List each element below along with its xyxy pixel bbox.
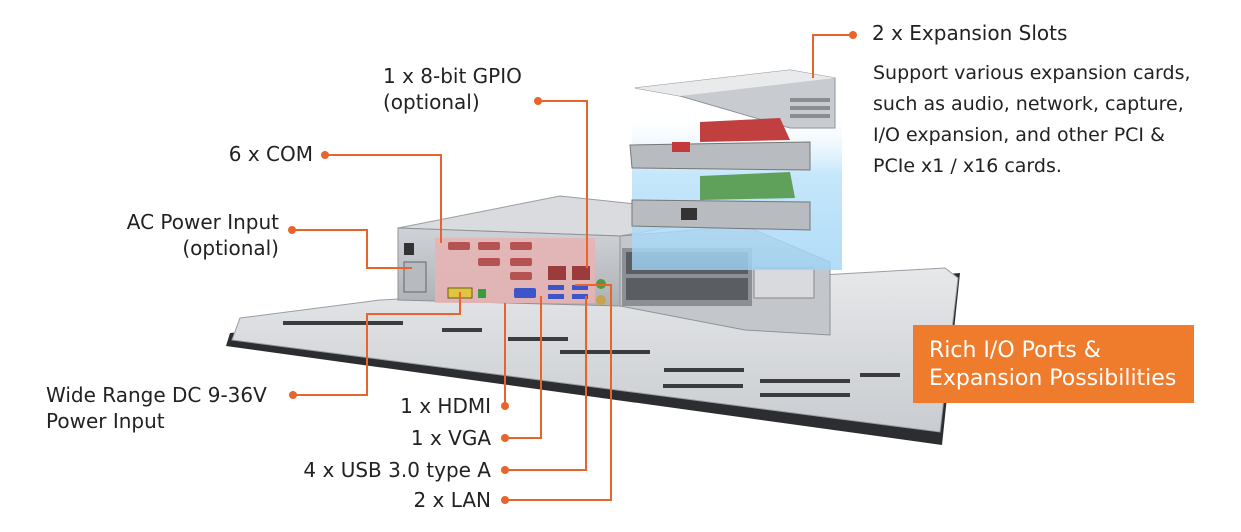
dc-dot <box>289 391 297 399</box>
dc-power-label-line-2: Power Input <box>46 409 165 433</box>
ac-dot <box>288 226 296 234</box>
gpio-dot <box>534 97 542 105</box>
dc-power-label-line-1: Wide Range DC 9-36V <box>46 383 267 407</box>
expansion-desc-line-3: I/O expansion, and other PCI & <box>873 124 1165 146</box>
badge-line-2: Expansion Possibilities <box>929 366 1177 391</box>
gpio-label-line-2: (optional) <box>383 90 480 114</box>
vga-label: 1 x VGA <box>410 426 491 450</box>
lan-ports <box>548 266 590 280</box>
expansion-dot <box>849 31 857 39</box>
badge-line-1: Rich I/O Ports & <box>929 338 1101 363</box>
ac-input <box>403 261 427 293</box>
expansion-desc-line-1: Support various expansion cards, <box>873 62 1191 84</box>
lan-label: 2 x LAN <box>413 488 491 512</box>
hdmi-label: 1 x HDMI <box>400 394 491 418</box>
panel-vents <box>283 321 900 397</box>
com-ports <box>448 242 532 280</box>
expansion-slots-title: 2 x Expansion Slots <box>872 21 1068 45</box>
lan-dot <box>501 496 509 504</box>
expansion-desc-line-4: PCIe x1 / x16 cards. <box>873 155 1062 177</box>
ac-power-label-line-2: (optional) <box>182 236 279 260</box>
hdmi-dot <box>501 402 509 410</box>
usb-ports <box>548 285 588 299</box>
expansion-desc-line-2: such as audio, network, capture, <box>873 93 1184 115</box>
com-dot <box>321 151 329 159</box>
usb-dot <box>501 466 509 474</box>
usb-label: 4 x USB 3.0 type A <box>303 458 491 482</box>
vga-dot <box>501 434 509 442</box>
green-connector <box>478 289 486 298</box>
gpio-label-line-1: 1 x 8-bit GPIO <box>383 64 522 88</box>
expansion-card-2 <box>631 199 811 231</box>
rich-io-badge: Rich I/O Ports & Expansion Possibilities <box>913 325 1194 403</box>
ac-power-label-line-1: AC Power Input <box>126 210 279 234</box>
vga-port <box>514 288 536 298</box>
com-label: 6 x COM <box>228 142 313 166</box>
